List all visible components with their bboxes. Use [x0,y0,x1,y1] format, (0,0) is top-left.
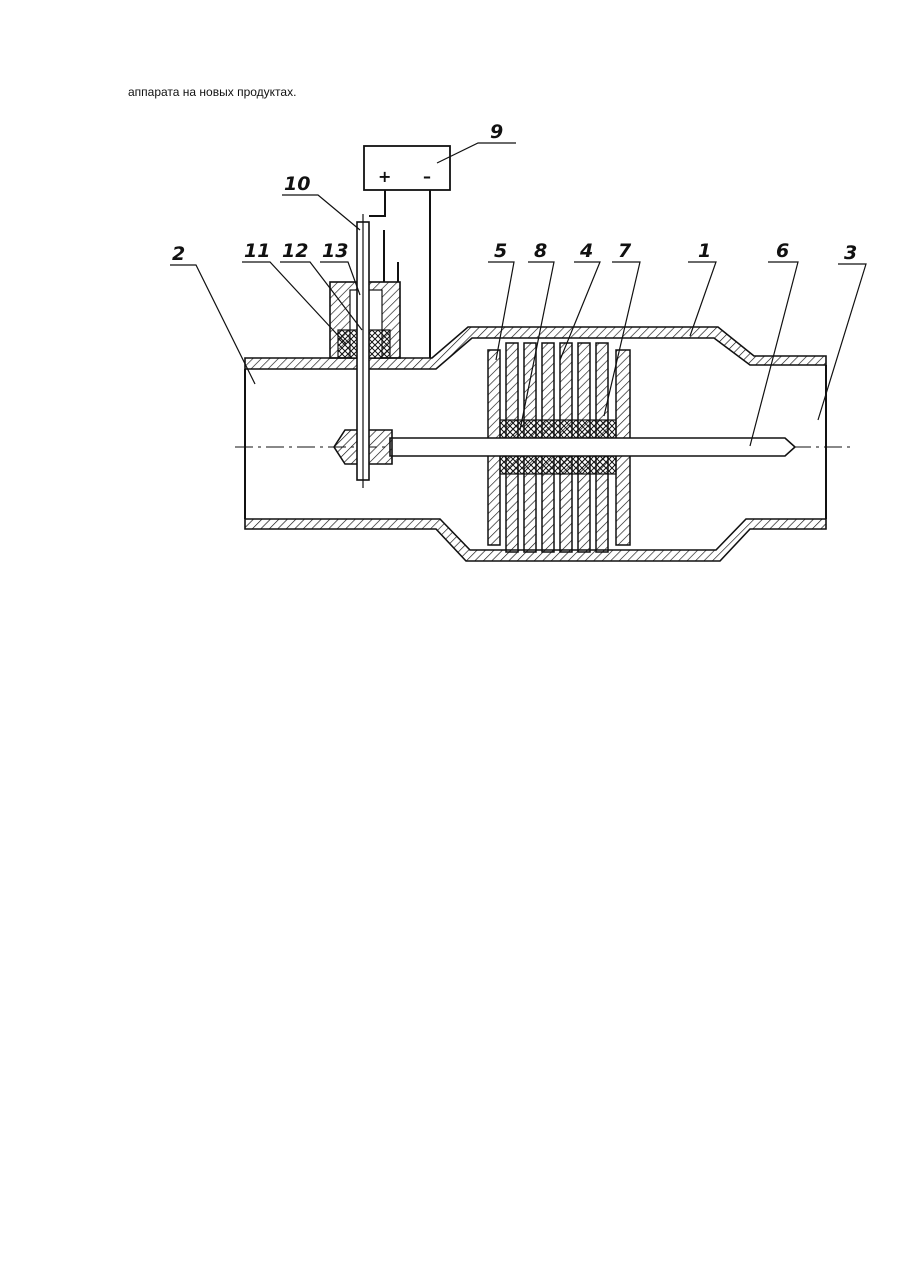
plus-terminal: + [378,167,391,186]
electrode-pin [357,214,369,488]
leader-6 [750,262,798,446]
leader-10 [282,195,360,230]
positive-wire [369,190,385,216]
apparatus-drawing: + – 9 10 2 11 12 13 5 8 4 7 1 6 3 [0,0,900,600]
label-8: 8 [534,240,547,262]
leader-1 [688,262,716,336]
insulator-lower [500,456,616,474]
label-3: 3 [844,242,857,264]
leader-3 [818,264,866,420]
insulator-upper [500,420,616,438]
label-13: 13 [322,240,348,262]
label-7: 7 [618,240,632,262]
label-1: 1 [698,240,711,262]
label-10: 10 [284,173,310,195]
label-9: 9 [490,121,503,143]
label-2: 2 [172,243,185,265]
power-source-box [364,146,450,190]
minus-terminal: – [423,167,431,186]
label-12: 12 [282,240,308,262]
label-6: 6 [776,240,789,262]
label-11: 11 [244,240,270,262]
leader-2 [170,265,255,384]
central-rod [390,438,795,456]
label-4: 4 [579,240,593,262]
label-5: 5 [494,240,507,262]
